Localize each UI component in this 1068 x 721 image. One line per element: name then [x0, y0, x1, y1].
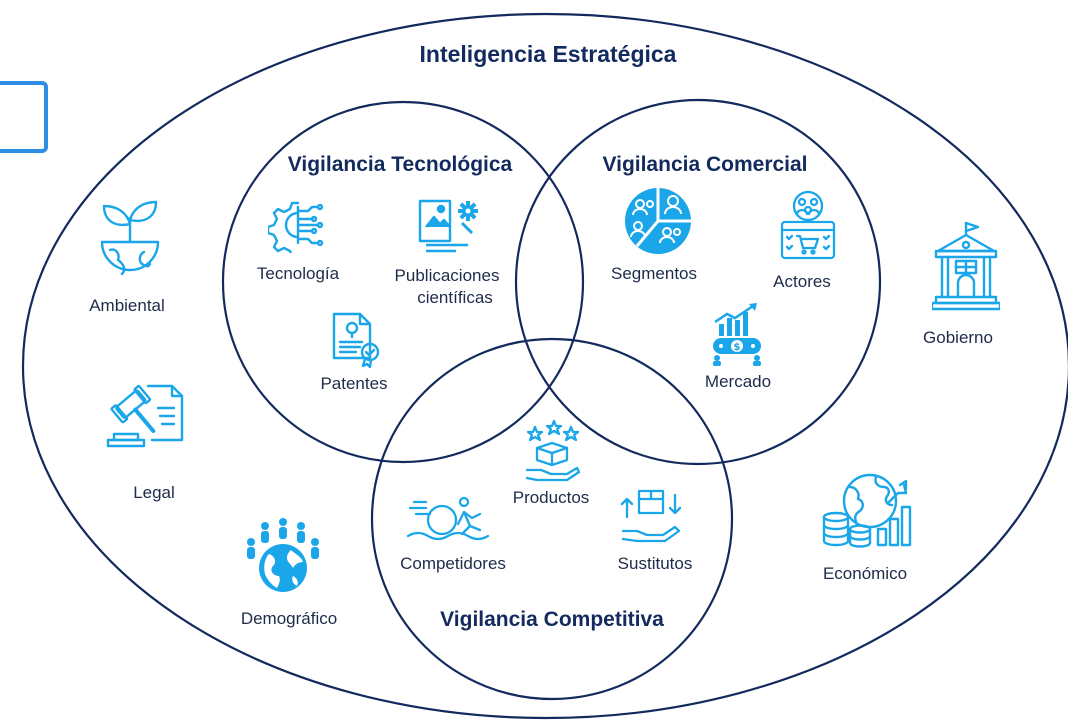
label-competidores: Competidores	[400, 554, 506, 573]
circle-tecnologica	[221, 100, 585, 464]
frame-corner	[0, 81, 48, 153]
circuit-gear-icon	[268, 197, 324, 253]
plant-globe-icon	[98, 198, 162, 282]
label-publicaciones-line1: Publicaciones	[394, 266, 500, 285]
substitute-box-icon	[619, 487, 685, 547]
people-globe-icon	[243, 516, 323, 594]
label-sustitutos: Sustitutos	[617, 554, 693, 573]
svg-text:$: $	[734, 342, 741, 353]
label-ambiental: Ambiental	[89, 296, 165, 315]
coins-globe-chart-icon	[822, 471, 914, 551]
market-segments-pie-icon	[623, 186, 693, 256]
label-tecnologia: Tecnología	[256, 264, 340, 283]
label-patentes: Patentes	[320, 374, 388, 393]
gavel-document-icon	[104, 382, 186, 454]
government-building-icon	[932, 221, 1000, 313]
label-segmentos: Segmentos	[611, 264, 697, 283]
label-demografico: Demográfico	[240, 609, 338, 628]
circle-title-competitiva: Vigilancia Competitiva	[440, 608, 664, 631]
circle-competitiva	[370, 337, 734, 701]
label-productos: Productos	[512, 488, 590, 507]
label-gobierno: Gobierno	[923, 328, 993, 347]
label-mercado: Mercado	[704, 372, 772, 391]
circle-title-tecnologica: Vigilancia Tecnológica	[287, 153, 513, 176]
diagram-title: Inteligencia Estratégica	[419, 41, 677, 67]
publication-document-icon	[416, 197, 482, 255]
stakeholders-cart-icon	[778, 188, 838, 262]
race-competitors-icon	[406, 494, 492, 542]
label-actores: Actores	[773, 272, 831, 291]
patent-certificate-icon	[330, 310, 382, 368]
product-box-stars-icon	[523, 418, 581, 482]
circle-comercial	[514, 98, 882, 466]
label-economico: Económico	[822, 564, 908, 583]
circle-title-comercial: Vigilancia Comercial	[602, 153, 808, 176]
outer-ellipse	[22, 13, 1068, 719]
label-publicaciones-line2: científicas	[417, 288, 493, 307]
market-growth-icon: $	[709, 302, 765, 366]
label-legal: Legal	[133, 483, 175, 502]
